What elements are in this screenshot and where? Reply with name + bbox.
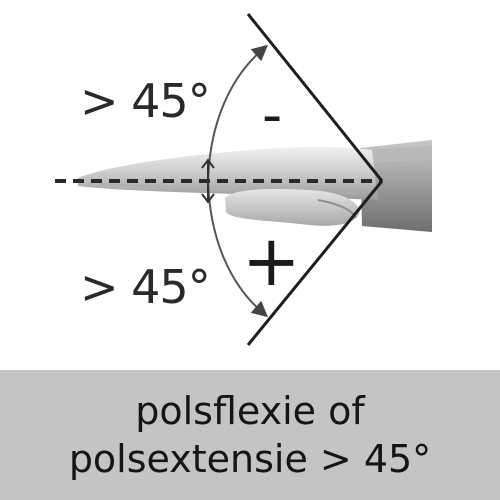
wrist-angle-diagram xyxy=(55,13,432,346)
extension-angle-label: > 45° xyxy=(80,74,211,128)
flexion-limit-line xyxy=(246,180,384,346)
caption-bar: polsflexie of polsextensie > 45° xyxy=(0,370,500,500)
extension-limit-line xyxy=(246,13,384,182)
plus-sign: + xyxy=(242,220,301,302)
caption-line-2: polsextensie > 45° xyxy=(68,437,432,481)
minus-sign: - xyxy=(262,83,283,148)
flexion-angle-label: > 45° xyxy=(80,260,211,314)
hand-illustration xyxy=(78,140,432,232)
caption-line-1: polsflexie of xyxy=(135,389,365,433)
